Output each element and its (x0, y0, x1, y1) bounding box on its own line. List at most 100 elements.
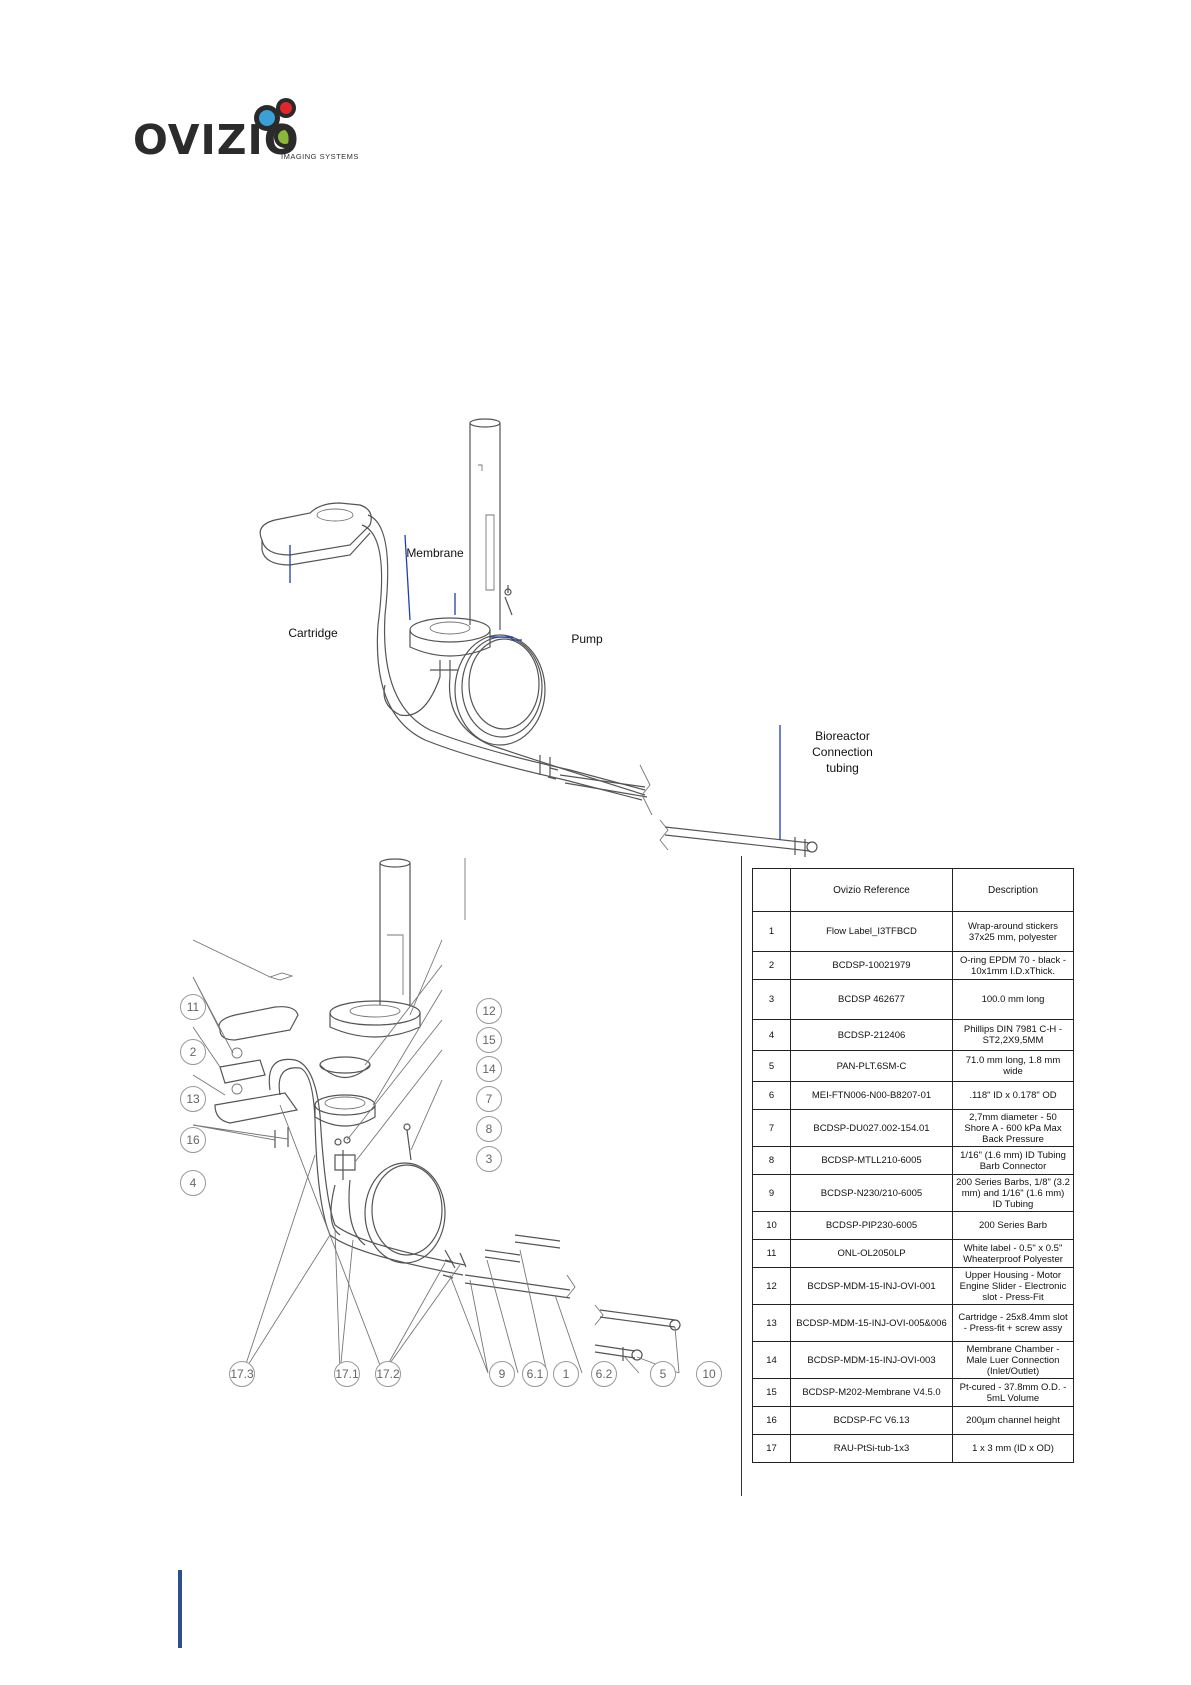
table-cell-no: 10 (752, 1211, 791, 1240)
table-cell-no: 11 (752, 1239, 791, 1268)
callout-cartridge: Cartridge (288, 626, 338, 640)
table-cell-desc: .118" ID x 0.178" OD (952, 1081, 1074, 1110)
table-header-no (752, 868, 791, 912)
table-header-ref: Ovizio Reference (790, 868, 953, 912)
table-cell-ref: BCDSP-MDM-15-INJ-OVI-003 (790, 1341, 953, 1379)
part-bubble: 6.1 (522, 1361, 548, 1387)
part-bubble: 1 (553, 1361, 579, 1387)
table-cell-desc: 71.0 mm long, 1.8 mm wide (952, 1050, 1074, 1082)
table-cell-no: 6 (752, 1081, 791, 1110)
table-cell-desc: 1 x 3 mm (ID x OD) (952, 1434, 1074, 1463)
table-header-desc: Description (952, 868, 1074, 912)
table-cell-desc: 100.0 mm long (952, 979, 1074, 1020)
part-bubble: 8 (476, 1116, 502, 1142)
ovizio-logo (130, 95, 350, 170)
table-cell-no: 8 (752, 1146, 791, 1175)
table-cell-desc: Phillips DIN 7981 C-H - ST2,2X9,5MM (952, 1019, 1074, 1051)
table-cell-desc: Cartridge - 25x8.4mm slot - Press-fit + … (952, 1304, 1074, 1342)
table-cell-desc: 200 Series Barb (952, 1211, 1074, 1240)
part-bubble: 3 (476, 1146, 502, 1172)
table-cell-ref: MEI-FTN006-N00-B8207-01 (790, 1081, 953, 1110)
table-header-row: Ovizio Reference Description (752, 868, 1074, 912)
table-cell-ref: BCDSP-MTLL210-6005 (790, 1146, 953, 1175)
table-cell-ref: BCDSP-MDM-15-INJ-OVI-001 (790, 1267, 953, 1305)
table-cell-ref: BCDSP-212406 (790, 1019, 953, 1051)
part-bubble: 12 (476, 998, 502, 1024)
table-cell-no: 9 (752, 1174, 791, 1212)
table-cell-ref: Flow Label_I3TFBCD (790, 911, 953, 952)
table-cell-ref: BCDSP-M202-Membrane V4.5.0 (790, 1378, 953, 1407)
table-cell-no: 12 (752, 1267, 791, 1305)
part-bubble: 5 (650, 1361, 676, 1387)
part-bubble: 7 (476, 1086, 502, 1112)
part-bubble: 17.3 (229, 1361, 255, 1387)
part-bubble: 4 (180, 1170, 206, 1196)
table-cell-desc: 2,7mm diameter - 50 Shore A - 600 kPa Ma… (952, 1109, 1074, 1147)
table-cell-ref: BCDSP-FC V6.13 (790, 1406, 953, 1435)
table-cell-desc: 200 Series Barbs, 1/8" (3.2 mm) and 1/16… (952, 1174, 1074, 1212)
logo-wordmark: OVIZIO (133, 116, 300, 164)
callout-bioreactor: Bioreactor Connection tubing (812, 729, 873, 775)
table-cell-ref: BCDSP-10021979 (790, 951, 953, 980)
table-cell-ref: BCDSP-PIP230-6005 (790, 1211, 953, 1240)
table-cell-ref: PAN-PLT.6SM-C (790, 1050, 953, 1082)
part-bubble: 6.2 (591, 1361, 617, 1387)
table-cell-no: 17 (752, 1434, 791, 1463)
table-cell-no: 1 (752, 911, 791, 952)
table-cell-desc: Membrane Chamber - Male Luer Connection … (952, 1341, 1074, 1379)
table-cell-desc: White label - 0.5" x 0.5" Wheaterproof P… (952, 1239, 1074, 1268)
table-cell-no: 5 (752, 1050, 791, 1082)
table-cell-ref: ONL-OL2050LP (790, 1239, 953, 1268)
table-cell-desc: Upper Housing - Motor Engine Slider - El… (952, 1267, 1074, 1305)
table-cell-no: 16 (752, 1406, 791, 1435)
table-cell-no: 13 (752, 1304, 791, 1342)
part-bubble: 11 (180, 994, 206, 1020)
table-cell-desc: Pt-cured - 37.8mm O.D. - 5mL Volume (952, 1378, 1074, 1407)
part-bubble: 9 (489, 1361, 515, 1387)
table-cell-no: 14 (752, 1341, 791, 1379)
part-bubble: 15 (476, 1027, 502, 1053)
part-bubble: 2 (180, 1039, 206, 1065)
table-cell-no: 15 (752, 1378, 791, 1407)
logo-tagline: IMAGING SYSTEMS (281, 152, 359, 161)
table-cell-ref: BCDSP-MDM-15-INJ-OVI-005&006 (790, 1304, 953, 1342)
table-cell-no: 4 (752, 1019, 791, 1051)
table-cell-desc: Wrap-around stickers 37x25 mm, polyester (952, 911, 1074, 952)
table-cell-ref: BCDSP 462677 (790, 979, 953, 1020)
footer-accent-bar (178, 1570, 182, 1648)
table-cell-no: 3 (752, 979, 791, 1020)
part-bubble: 14 (476, 1056, 502, 1082)
table-cell-desc: 1/16" (1.6 mm) ID Tubing Barb Connector (952, 1146, 1074, 1175)
part-bubble: 16 (180, 1127, 206, 1153)
logo-dots-icon (254, 98, 296, 148)
callout-pump: Pump (571, 632, 603, 646)
part-bubble: 10 (696, 1361, 722, 1387)
assembled-view-drawing (259, 418, 818, 857)
table-divider (741, 856, 742, 1496)
exploded-view-drawing (192, 858, 681, 1374)
table-cell-desc: O-ring EPDM 70 - black - 10x1mm I.D.xThi… (952, 951, 1074, 980)
part-bubble: 13 (180, 1086, 206, 1112)
table-cell-no: 2 (752, 951, 791, 980)
table-cell-no: 7 (752, 1109, 791, 1147)
part-bubble: 17.2 (375, 1361, 401, 1387)
table-cell-desc: 200µm channel height (952, 1406, 1074, 1435)
